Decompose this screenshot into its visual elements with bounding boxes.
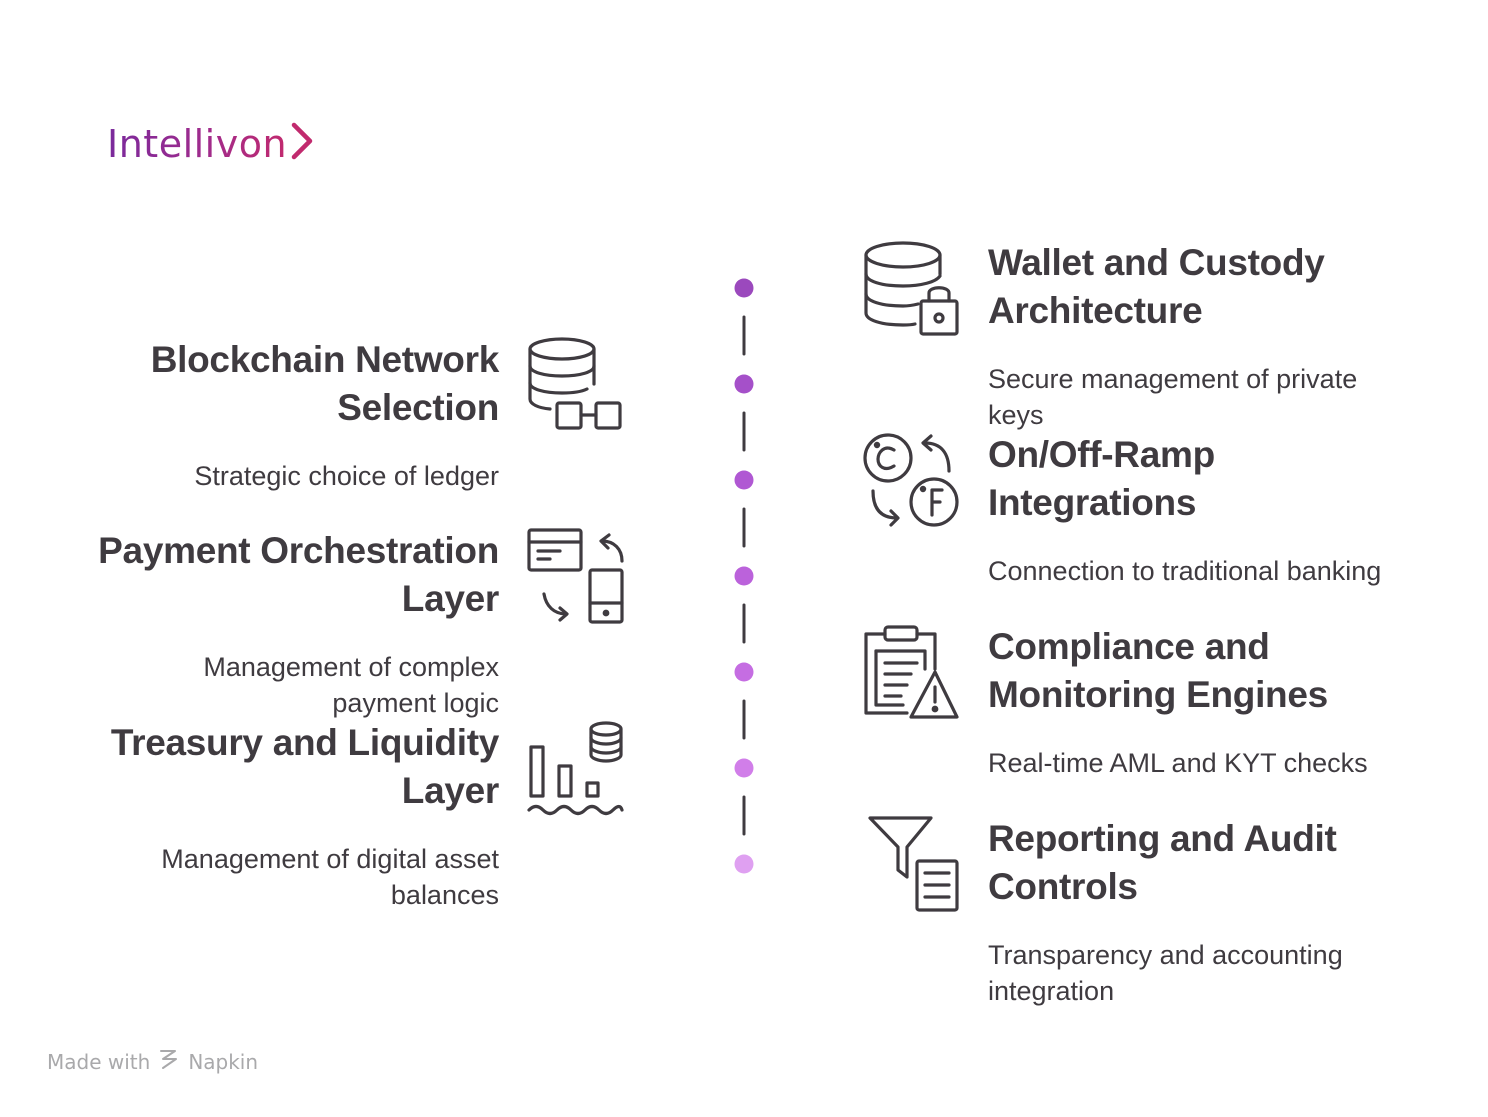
item-title: On/Off-Ramp Integrations bbox=[988, 434, 1215, 523]
filter-document-icon bbox=[861, 815, 961, 915]
item-title: Treasury and Liquidity Layer bbox=[110, 722, 499, 811]
item-description: Real-time AML and KYT checks bbox=[988, 748, 1368, 778]
item-blockchain-network-selection: Blockchain Network Selection Strategic c… bbox=[150, 336, 500, 494]
currency-exchange-icon bbox=[861, 431, 961, 531]
timeline-dot-6 bbox=[734, 758, 754, 778]
napkin-logo-icon bbox=[158, 1047, 180, 1076]
timeline-dot-7 bbox=[734, 854, 754, 874]
timeline-dot-2 bbox=[734, 374, 754, 394]
item-description: Secure management of private keys bbox=[988, 364, 1358, 430]
timeline-dot-1 bbox=[734, 278, 754, 298]
card-phone-exchange-icon bbox=[526, 527, 626, 627]
item-description: Strategic choice of ledger bbox=[194, 461, 499, 491]
napkin-label: Napkin bbox=[188, 1049, 259, 1074]
item-wallet-and-custody-architecture: Wallet and Custody Architecture Secure m… bbox=[988, 239, 1448, 433]
item-title: Blockchain Network Selection bbox=[150, 339, 500, 428]
liquidity-chart-icon bbox=[526, 719, 626, 819]
item-description: Management of digital asset balances bbox=[161, 844, 499, 910]
item-title: Reporting and Audit Controls bbox=[988, 818, 1337, 907]
made-with-label: Made with bbox=[47, 1049, 151, 1074]
item-compliance-and-monitoring-engines: Compliance and Monitoring Engines Real-t… bbox=[988, 623, 1448, 781]
timeline-dot-4 bbox=[734, 566, 754, 586]
database-lock-icon bbox=[861, 239, 961, 339]
clipboard-warning-icon bbox=[861, 623, 961, 723]
logo-text: Intellivon bbox=[107, 121, 288, 166]
database-link-icon bbox=[526, 336, 626, 434]
item-on-off-ramp-integrations: On/Off-Ramp Integrations Connection to t… bbox=[988, 431, 1448, 589]
item-title: Wallet and Custody Architecture bbox=[988, 242, 1325, 331]
item-description: Management of complex payment logic bbox=[203, 652, 499, 718]
timeline-dot-5 bbox=[734, 662, 754, 682]
item-description: Connection to traditional banking bbox=[988, 556, 1382, 586]
item-treasury-and-liquidity-layer: Treasury and Liquidity Layer Management … bbox=[111, 719, 499, 913]
item-title: Payment Orchestration Layer bbox=[98, 530, 499, 619]
chevron-right-icon bbox=[289, 120, 315, 167]
intellivon-logo: Intellivon bbox=[107, 120, 315, 167]
made-with-napkin: Made with Napkin bbox=[47, 1047, 258, 1076]
item-payment-orchestration-layer: Payment Orchestration Layer Management o… bbox=[98, 527, 499, 721]
timeline-dot-3 bbox=[734, 470, 754, 490]
item-reporting-and-audit-controls: Reporting and Audit Controls Transparenc… bbox=[988, 815, 1448, 1009]
item-title: Compliance and Monitoring Engines bbox=[988, 626, 1328, 715]
item-description: Transparency and accounting integration bbox=[988, 940, 1343, 1006]
